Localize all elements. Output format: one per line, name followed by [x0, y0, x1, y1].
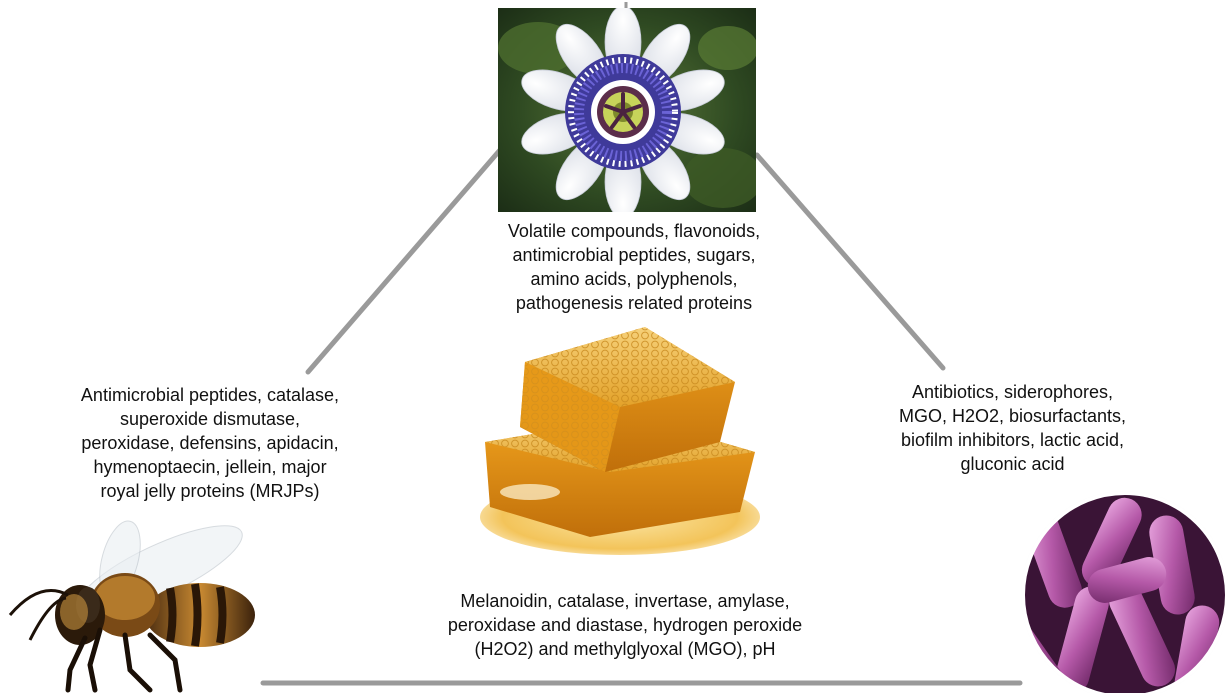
honey-compounds-caption: Melanoidin, catalase, invertase, amylase…	[395, 589, 855, 661]
caption-line: peroxidase and diastase, hydrogen peroxi…	[395, 613, 855, 637]
caption-line: pathogenesis related proteins	[439, 291, 829, 315]
honeycomb-image	[470, 322, 766, 562]
caption-line: Antimicrobial peptides, catalase,	[40, 383, 380, 407]
caption-line: biofilm inhibitors, lactic acid,	[845, 428, 1180, 452]
bacteria-image	[1015, 485, 1228, 693]
flower-compounds-caption: Volatile compounds, flavonoids, antimicr…	[439, 219, 829, 315]
caption-line: amino acids, polyphenols,	[439, 267, 829, 291]
caption-line: hymenoptaecin, jellein, major	[40, 455, 380, 479]
caption-line: antimicrobial peptides, sugars,	[439, 243, 829, 267]
caption-line: Volatile compounds, flavonoids,	[439, 219, 829, 243]
caption-line: (H2O2) and methylglyoxal (MGO), pH	[395, 637, 855, 661]
passion-flower-image	[498, 8, 756, 212]
caption-line: gluconic acid	[845, 452, 1180, 476]
caption-line: MGO, H2O2, biosurfactants,	[845, 404, 1180, 428]
bacteria-compounds-caption: Antibiotics, siderophores, MGO, H2O2, bi…	[845, 380, 1180, 476]
bee-compounds-caption: Antimicrobial peptides, catalase, supero…	[40, 383, 380, 503]
caption-line: peroxidase, defensins, apidacin,	[40, 431, 380, 455]
caption-line: Melanoidin, catalase, invertase, amylase…	[395, 589, 855, 613]
caption-line: superoxide dismutase,	[40, 407, 380, 431]
caption-line: royal jelly proteins (MRJPs)	[40, 479, 380, 503]
honey-bee-image	[0, 520, 275, 693]
caption-line: Antibiotics, siderophores,	[845, 380, 1180, 404]
